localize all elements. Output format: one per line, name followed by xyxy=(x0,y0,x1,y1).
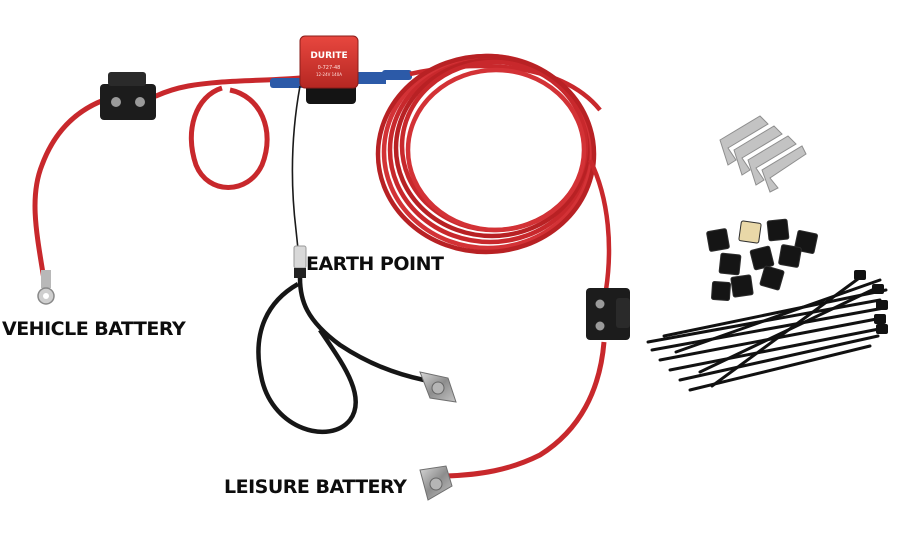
vehicle-battery-label: VEHICLE BATTERY xyxy=(2,318,186,340)
relay-unit: DURITE 0-727-48 12-24V 140A xyxy=(270,35,412,104)
relay-model-text: 0-727-48 xyxy=(318,65,341,71)
earth-wire xyxy=(291,85,301,269)
battery-clamp-black xyxy=(419,371,457,403)
cable-loop xyxy=(188,85,270,190)
relay-brand-text: DURITE xyxy=(310,51,347,61)
earth-point-label: EARTH POINT xyxy=(306,253,444,275)
leisure-battery-label: LEISURE BATTERY xyxy=(224,476,407,498)
earth-terminal xyxy=(293,245,307,278)
leisure-red-cable xyxy=(445,341,607,479)
battery-clamp-red xyxy=(419,465,453,501)
cable-tie-heads xyxy=(854,270,888,334)
relay-spec-text: 12-24V 140A xyxy=(316,72,342,77)
fuse-holder-right xyxy=(586,288,630,340)
coiled-red-cable xyxy=(375,53,612,291)
cable-ties xyxy=(646,274,888,392)
mounting-brackets xyxy=(719,115,807,193)
fuse-holder-left xyxy=(100,72,156,120)
adhesive-mounts xyxy=(706,218,818,301)
ring-terminal xyxy=(37,270,55,305)
black-cable xyxy=(256,277,425,435)
